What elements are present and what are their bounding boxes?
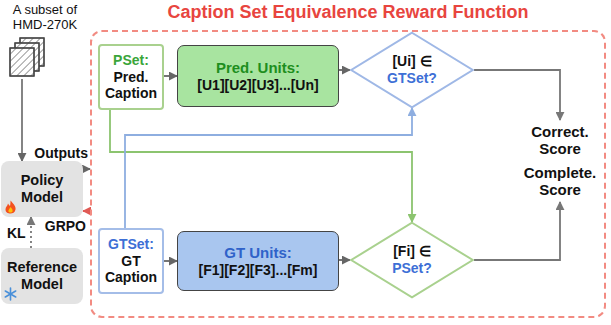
frozen-snowflake-icon xyxy=(4,287,17,301)
snowflake-arm xyxy=(5,291,15,297)
node-text: [U1][U2][U3]...[Un] xyxy=(197,77,318,94)
set-box: PSet:Pred. Caption xyxy=(98,44,164,110)
diamond-text-group: [Ui] ∈GTSet? xyxy=(387,53,437,87)
node-text: PSet? xyxy=(392,260,432,277)
units-box: GT Units:[F1][F2][F3]...[Fm] xyxy=(177,231,339,291)
node-text: [F1][F2][F3]...[Fm] xyxy=(199,262,318,279)
node-text: Reference Model xyxy=(4,259,80,294)
score-arrow xyxy=(474,70,560,120)
dataset-page xyxy=(10,48,34,76)
edge-label: GRPO xyxy=(36,218,86,234)
flame-inner xyxy=(8,207,12,212)
node-text: Pred. Caption xyxy=(103,69,159,103)
dataset-page xyxy=(10,48,34,76)
node-text: GTSet? xyxy=(387,70,437,87)
set-box: GTSet:GT Caption xyxy=(98,228,164,294)
connector-arrow xyxy=(164,260,177,262)
connector-arrow xyxy=(125,108,412,228)
diamond-shape xyxy=(351,223,473,297)
connector-arrow xyxy=(30,217,32,248)
node-text: GT Units: xyxy=(224,244,292,262)
decision-diamond: [Ui] ∈GTSet? xyxy=(350,32,474,108)
flame-outer xyxy=(6,201,16,214)
edge-label: KL xyxy=(7,225,29,241)
diamond-shape xyxy=(351,33,473,107)
diagram-title: Caption Set Equivalence Reward Function xyxy=(92,2,604,24)
connector-arrow xyxy=(110,110,412,222)
node-text: Policy Model xyxy=(4,172,80,207)
data-flow-arrow xyxy=(21,79,23,161)
score-arrow xyxy=(474,202,560,260)
model-box: Policy Model xyxy=(1,161,83,217)
node-text: Pred. Units: xyxy=(216,59,300,77)
connector-arrow xyxy=(164,75,177,77)
node-text: PSet: xyxy=(113,52,149,69)
connector-arrow xyxy=(83,210,90,212)
dataset-label: A subset of HMD-270K xyxy=(2,3,88,33)
node-text: GTSet: xyxy=(108,236,154,253)
score-label: Complete. Score xyxy=(520,164,600,199)
dataset-stack-icon xyxy=(10,38,44,76)
connector-arrow xyxy=(83,168,90,170)
score-label: Correct. Score xyxy=(520,123,600,158)
diamond-text-group: [Fi] ∈PSet? xyxy=(392,243,432,277)
connector-arrow xyxy=(339,259,350,261)
node-text: GT Caption xyxy=(103,253,159,287)
connector-arrow xyxy=(339,69,350,71)
node-text: [Ui] ∈ xyxy=(387,53,437,70)
trainable-flame-icon xyxy=(4,200,17,214)
snowflake-arm xyxy=(5,291,15,297)
decision-diamond: [Fi] ∈PSet? xyxy=(350,222,474,298)
units-box: Pred. Units:[U1][U2][U3]...[Un] xyxy=(177,45,339,107)
node-text: [Fi] ∈ xyxy=(392,243,432,260)
edge-label: Outputs xyxy=(28,145,88,161)
model-box: Reference Model xyxy=(1,248,83,304)
